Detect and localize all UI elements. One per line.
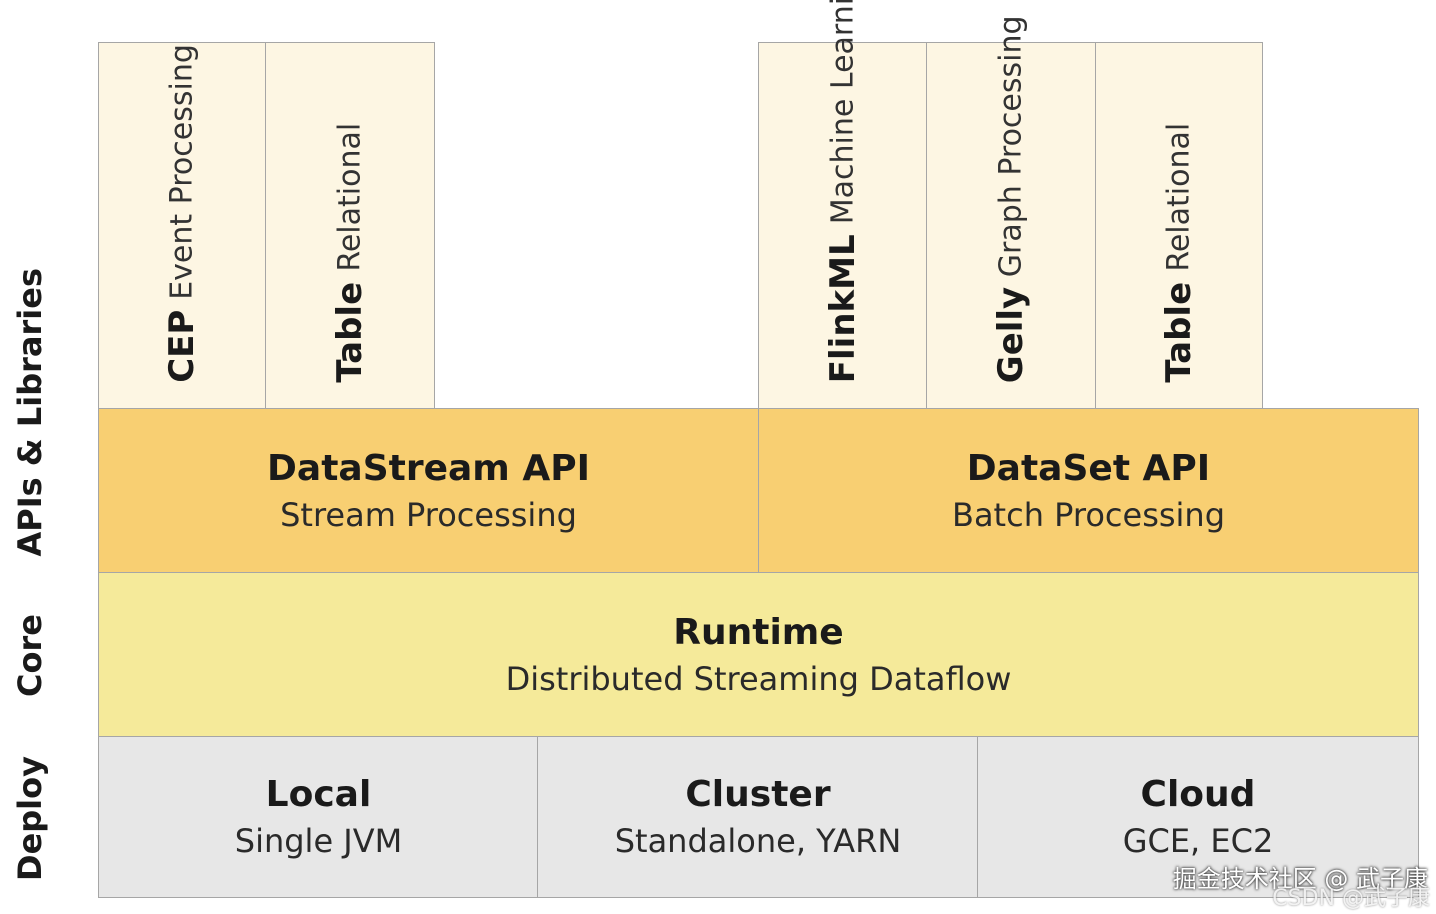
library-subtitle: Machine Learning [825,0,860,225]
deploy-title: Cloud [1140,774,1256,816]
deploy-cloud: Cloud GCE, EC2 [977,736,1419,898]
library-subtitle: Event Processing [164,44,200,300]
deploy-subtitle: Standalone, YARN [614,821,902,860]
side-label-apis-libraries: APIs & Libraries [0,240,60,585]
core-subtitle: Distributed Streaming Dataflow [505,659,1012,698]
library-title: Table [1159,282,1199,383]
deploy-subtitle: Single JVM [234,821,403,860]
deploy-local: Local Single JVM [98,736,539,898]
side-label-apis-text: APIs & Libraries [11,268,49,557]
library-cep: CEP Event Processing [98,42,266,410]
library-title: Gelly [991,286,1031,383]
library-table-stream: Table Relational [265,42,435,410]
api-dataset: DataSet API Batch Processing [758,408,1419,574]
library-subtitle: Relational [1161,123,1197,273]
library-subtitle: Graph Processing [993,14,1029,277]
deploy-cluster: Cluster Standalone, YARN [537,736,979,898]
side-label-deploy-text: Deploy [11,755,49,881]
library-table-batch: Table Relational [1095,42,1263,410]
deploy-title: Cluster [685,774,831,816]
side-label-core-text: Core [11,613,49,697]
deploy-title: Local [265,774,372,816]
library-title: FlinkML [822,234,863,383]
library-title: CEP [162,309,202,383]
api-subtitle: Batch Processing [951,495,1226,534]
watermark-csdn: CSDN @武子康 [1272,886,1430,911]
side-label-core: Core [0,575,60,735]
core-title: Runtime [673,612,844,654]
library-flinkml: FlinkML Machine Learning [758,0,927,410]
side-label-deploy: Deploy [0,738,60,898]
deploy-subtitle: GCE, EC2 [1122,821,1274,860]
api-datastream: DataStream API Stream Processing [98,408,759,574]
library-subtitle: Relational [332,123,368,273]
library-title: Table [330,282,370,383]
api-title: DataStream API [267,448,590,490]
api-subtitle: Stream Processing [280,495,577,534]
watermark-juejin: 掘金技术社区 @ 武子康 [1172,865,1428,893]
api-title: DataSet API [966,448,1211,490]
library-gelly: Gelly Graph Processing [926,15,1096,410]
core-runtime: Runtime Distributed Streaming Dataflow [98,572,1419,738]
